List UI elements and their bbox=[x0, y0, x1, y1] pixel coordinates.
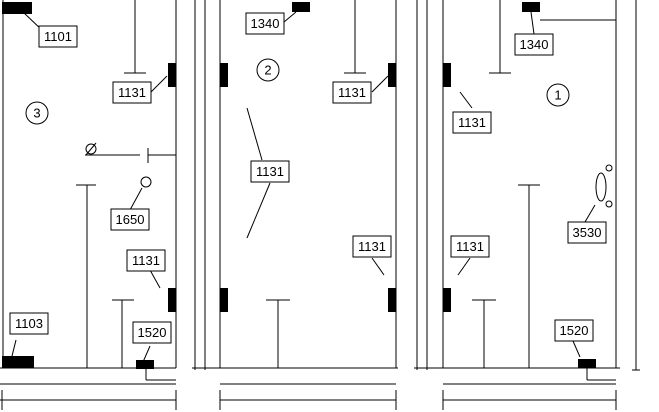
panel-2-fixture-right-lower bbox=[388, 288, 396, 312]
panel-3-fixture-top-left bbox=[2, 2, 32, 14]
panel-1-fixture-left-lower bbox=[443, 288, 451, 312]
callout-1101: 1101 bbox=[38, 25, 78, 48]
callout-1131: 1131 bbox=[250, 160, 290, 183]
callout-1650: 1650 bbox=[110, 208, 150, 231]
panel-1-fixtures bbox=[443, 2, 596, 368]
panel-2-fixture-left-lower bbox=[220, 288, 228, 312]
callout-label: 1131 bbox=[456, 239, 484, 254]
callout-label: 1131 bbox=[458, 115, 486, 130]
panel-3-fixture-bottom-left bbox=[2, 356, 34, 368]
callout-3530: 3530 bbox=[567, 221, 607, 244]
callout-1520: 1520 bbox=[132, 321, 172, 344]
callout-label: 3530 bbox=[573, 225, 602, 240]
callout-label: 1650 bbox=[116, 212, 145, 227]
socket-icon bbox=[140, 176, 152, 188]
callout-1520: 1520 bbox=[554, 319, 594, 342]
panel-3-fixtures bbox=[2, 2, 176, 369]
diameter-icon bbox=[85, 143, 97, 155]
panel-3-fixture-right-lower bbox=[168, 288, 176, 312]
callout-1131: 1131 bbox=[352, 235, 392, 258]
callout-1103: 1103 bbox=[9, 312, 49, 335]
callout-1131: 1131 bbox=[332, 81, 372, 104]
panel-2 bbox=[192, 0, 398, 410]
callout-label: 1340 bbox=[520, 37, 549, 52]
room-marker-1: 1 bbox=[546, 83, 570, 107]
panel-1 bbox=[414, 0, 640, 410]
panel-2-fixture-top bbox=[292, 2, 310, 12]
room-marker-3-label: 3 bbox=[33, 106, 40, 121]
callout-label: 1131 bbox=[358, 239, 386, 254]
callout-label: 1131 bbox=[256, 164, 284, 179]
callout-label: 1520 bbox=[560, 323, 589, 338]
room-marker-1-label: 1 bbox=[554, 88, 561, 103]
panel-3-fixture-bottom-right bbox=[136, 360, 154, 369]
callout-label: 1340 bbox=[251, 16, 280, 31]
panel-2-fixture-right-upper bbox=[388, 63, 396, 87]
callout-label: 1520 bbox=[138, 325, 167, 340]
panel-1-fixture-top bbox=[522, 2, 540, 12]
panel-2-fixture-left-upper bbox=[220, 63, 228, 87]
room-marker-2: 2 bbox=[256, 58, 280, 82]
panel-3-fixture-right-upper bbox=[168, 63, 176, 87]
panel-3 bbox=[0, 0, 177, 410]
callout-1131: 1131 bbox=[126, 249, 166, 272]
callout-1340: 1340 bbox=[245, 12, 285, 35]
callout-1340: 1340 bbox=[514, 33, 554, 56]
callout-1131: 1131 bbox=[452, 111, 492, 134]
callout-1131: 1131 bbox=[450, 235, 490, 258]
callout-label: 1131 bbox=[338, 85, 366, 100]
basin-icon bbox=[595, 172, 607, 202]
callout-label: 1131 bbox=[118, 85, 146, 100]
room-marker-3: 3 bbox=[25, 101, 49, 125]
callout-label: 1101 bbox=[44, 29, 72, 44]
panel-2-fixtures bbox=[220, 2, 396, 312]
callout-1131: 1131 bbox=[112, 81, 152, 104]
callout-label: 1103 bbox=[15, 316, 43, 331]
callout-label: 1131 bbox=[132, 253, 160, 268]
panel-1-fixture-left-upper bbox=[443, 63, 451, 87]
panel-1-fixture-bottom bbox=[578, 359, 596, 368]
room-marker-2-label: 2 bbox=[264, 63, 271, 78]
